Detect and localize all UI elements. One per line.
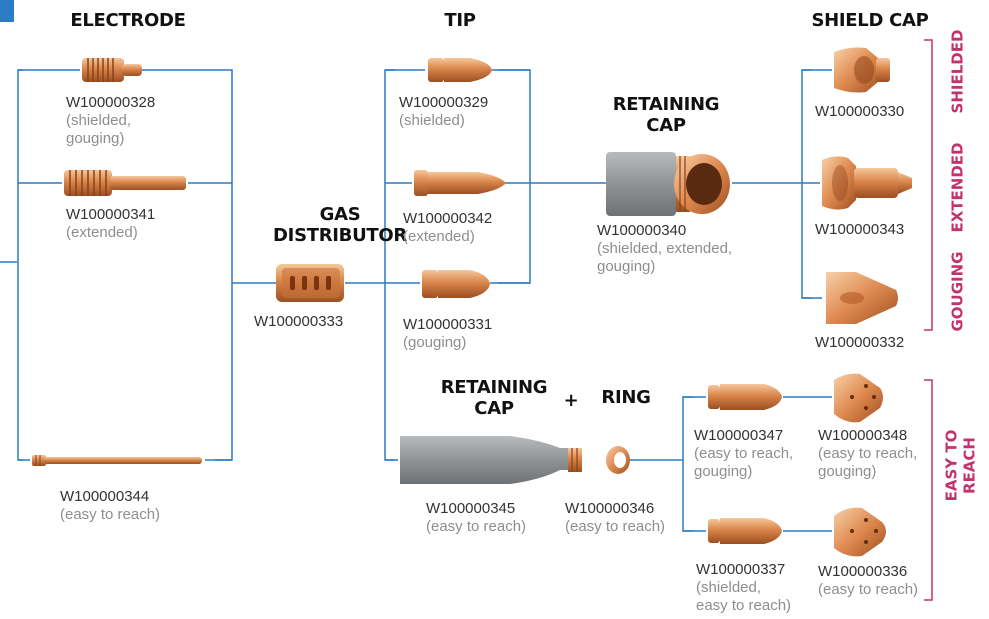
part-desc-328-line1: (shielded, [66, 112, 132, 129]
shield-cap-330-image [834, 47, 890, 93]
tip-331-image [422, 270, 490, 298]
part-number-330: W100000330 [815, 103, 905, 120]
part-number-348: W100000348 [818, 427, 908, 444]
part-desc-336: (easy to reach) [818, 581, 919, 598]
electrode-344-image [32, 455, 202, 466]
part-number-344: W100000344 [60, 488, 150, 505]
shield-cap-348-image [834, 373, 883, 423]
part-desc-347-line1: (easy to reach, [694, 445, 794, 462]
part-desc-342: (extended) [403, 228, 475, 245]
part-number-342: W100000342 [403, 210, 493, 227]
part-desc-328-line2: gouging) [66, 130, 125, 147]
part-desc-331: (gouging) [403, 334, 467, 351]
tip-329-image [428, 58, 492, 82]
part-desc-329: (shielded) [399, 112, 465, 129]
shield-cap-343-image [822, 156, 912, 210]
ring-346-image [606, 446, 630, 474]
part-number-346: W100000346 [565, 500, 655, 517]
part-number-333: W100000333 [254, 313, 344, 330]
part-number-347: W100000347 [694, 427, 784, 444]
part-desc-344: (easy to reach) [60, 506, 161, 523]
header-retaining-cap-b-line2: CAP [474, 398, 514, 419]
part-number-332: W100000332 [815, 334, 905, 351]
part-number-340: W100000340 [597, 222, 687, 239]
part-number-345: W100000345 [426, 500, 516, 517]
header-electrode: ELECTRODE [70, 10, 186, 31]
part-desc-347-line2: gouging) [694, 463, 753, 480]
part-number-337: W100000337 [696, 561, 786, 578]
part-desc-348-line1: (easy to reach, [818, 445, 918, 462]
part-desc-348-line2: gouging) [818, 463, 877, 480]
header-retaining-cap-line1: RETAINING [612, 94, 720, 115]
part-number-331: W100000331 [403, 316, 493, 333]
gas-distributor-333-image [276, 264, 344, 302]
part-number-336: W100000336 [818, 563, 908, 580]
tip-347-image [708, 384, 782, 410]
part-desc-337-line2: easy to reach) [696, 597, 792, 614]
electrode-328-image [82, 58, 142, 82]
header-gas-distributor-line2: DISTRIBUTOR [273, 225, 407, 246]
part-desc-341: (extended) [66, 224, 138, 241]
part-number-328: W100000328 [66, 94, 156, 111]
part-number-329: W100000329 [399, 94, 489, 111]
part-number-343: W100000343 [815, 221, 905, 238]
header-gas-distributor-line1: GAS [319, 204, 361, 225]
header-shield-cap: SHIELD CAP [811, 10, 929, 31]
part-desc-340-line1: (shielded, extended, [597, 240, 733, 257]
tip-337-image [708, 518, 782, 544]
plus-sign: + [563, 390, 579, 411]
part-desc-340-line2: gouging) [597, 258, 656, 275]
shield-cap-336-image [834, 507, 886, 557]
part-desc-337-line1: (shielded, [696, 579, 762, 596]
part-desc-346: (easy to reach) [565, 518, 666, 535]
electrode-341-image [64, 170, 186, 196]
part-desc-345: (easy to reach) [426, 518, 527, 535]
corner-tab [0, 0, 14, 22]
header-tip: TIP [444, 10, 476, 31]
shield-cap-332-image [826, 272, 898, 324]
retaining-cap-340-image [606, 152, 730, 216]
retaining-cap-345-image [400, 436, 582, 484]
header-ring: RING [601, 387, 651, 408]
part-number-341: W100000341 [66, 206, 156, 223]
header-retaining-cap-line2: CAP [646, 115, 686, 136]
tip-342-image [414, 170, 506, 196]
header-retaining-cap-b-line1: RETAINING [440, 377, 548, 398]
